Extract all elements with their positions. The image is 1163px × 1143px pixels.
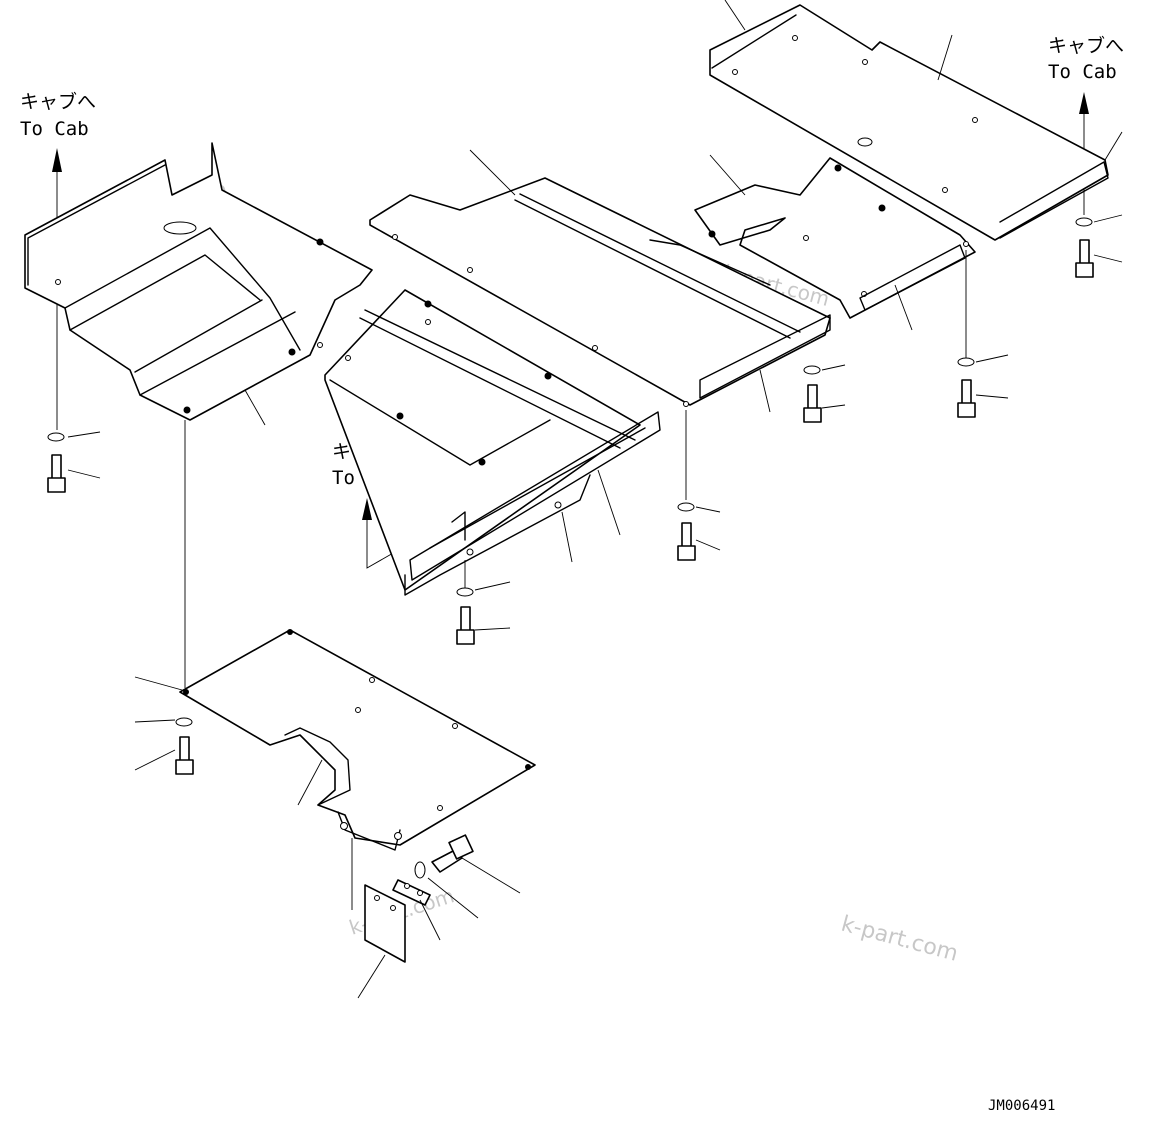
center-right-plate-leaders [709,154,967,360]
center-right-plate [694,157,976,319]
left-formed-cover [24,142,373,421]
center-long-plate [369,177,831,407]
arrow-up-icon [362,498,372,520]
bolt-set-mid [677,502,721,561]
to-cab-jp-left: キャブへ [20,90,96,113]
to-cab-en-right: To Cab [1048,61,1117,83]
bolt-set-center [803,364,846,423]
bolt-set-frame [456,581,511,645]
arrow-up-icon [52,148,62,172]
center-frame-leaders [464,469,621,590]
arrow-up-icon [1079,92,1089,114]
bolt-set-right-1 [957,354,1009,418]
watermark-4: k-part.com [838,912,960,967]
small-bracket-parts [357,834,521,999]
to-cab-en-left: To Cab [20,118,89,140]
lower-cover-plate [179,629,536,851]
lower-washer-bolt [175,717,194,775]
lower-cover-leaders [134,676,353,910]
left-washer-bolt [47,431,101,493]
upper-right-plate-leaders [724,0,1123,161]
drawing-number: JM006491 [988,1098,1055,1114]
left-cover-leaders [184,389,266,688]
center-frame [324,289,661,596]
center-long-plate-leaders [469,149,771,500]
to-cab-jp-right: キャブへ [1048,34,1124,57]
bolt-set-right-2 [1075,214,1123,278]
